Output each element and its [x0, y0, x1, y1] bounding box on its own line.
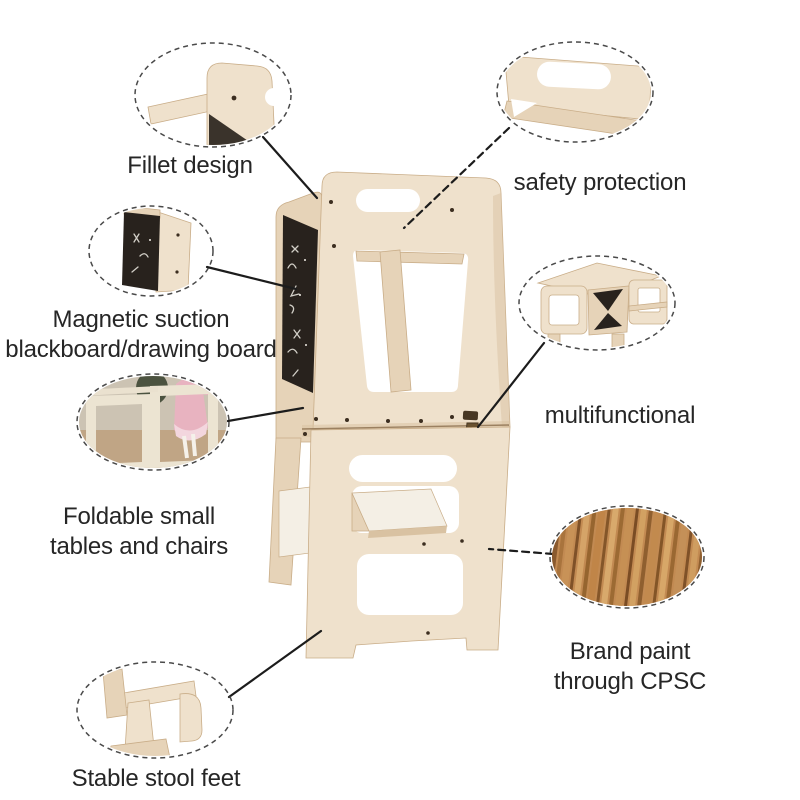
product-tower — [268, 171, 511, 659]
callout-bubble-multifunctional — [518, 255, 676, 351]
tower-rear-post — [379, 249, 412, 393]
callout-label-paint-line1: Brand paint — [569, 638, 691, 665]
leader-line-foldable — [226, 406, 305, 423]
callout-bubble-safety — [496, 41, 654, 143]
callout-label-foldable-line2: tables and chairs — [49, 533, 229, 560]
callout-bubble-feet — [76, 661, 234, 759]
callout-label-paint-line2: through CPSC — [553, 668, 707, 695]
callout-label-safety: safety protection — [513, 169, 687, 196]
leader-line-fillet — [261, 135, 319, 200]
leader-line-blackboard — [205, 265, 298, 291]
callout-label-foldable: Foldable small tables and chairs — [50, 502, 228, 562]
leader-line-paint — [487, 547, 555, 556]
tower-chalkboard — [282, 215, 318, 393]
tower-step — [351, 488, 448, 532]
callout-label-blackboard-line2: blackboard/drawing board — [5, 336, 277, 363]
callout-bubble-foldable — [76, 373, 230, 471]
leader-line-feet — [227, 629, 323, 699]
callout-label-feet: Stable stool feet — [71, 765, 241, 792]
tower-handle-cutout — [356, 189, 420, 212]
callout-bubble-fillet — [134, 42, 292, 148]
callout-label-foldable-line1: Foldable small — [63, 503, 215, 530]
callout-bubble-blackboard — [88, 205, 214, 297]
callout-label-blackboard: Magnetic suction blackboard/drawing boar… — [5, 305, 277, 365]
leader-line-multifunctional — [476, 341, 546, 429]
lower-big-cutout — [357, 554, 463, 615]
callout-label-paint: Brand paint through CPSC — [553, 637, 707, 697]
callout-bubble-paint — [549, 505, 705, 609]
tower-upper-opening — [353, 250, 469, 392]
leader-line-safety — [402, 126, 511, 230]
leader-lines — [205, 126, 555, 699]
callout-label-blackboard-line1: Magnetic suction — [52, 306, 230, 333]
callout-label-multifunctional: multifunctional — [544, 402, 696, 429]
chalk-scribbles — [287, 245, 307, 377]
lower-oblong-cutout — [349, 455, 457, 482]
callout-label-fillet: Fillet design — [127, 152, 253, 179]
